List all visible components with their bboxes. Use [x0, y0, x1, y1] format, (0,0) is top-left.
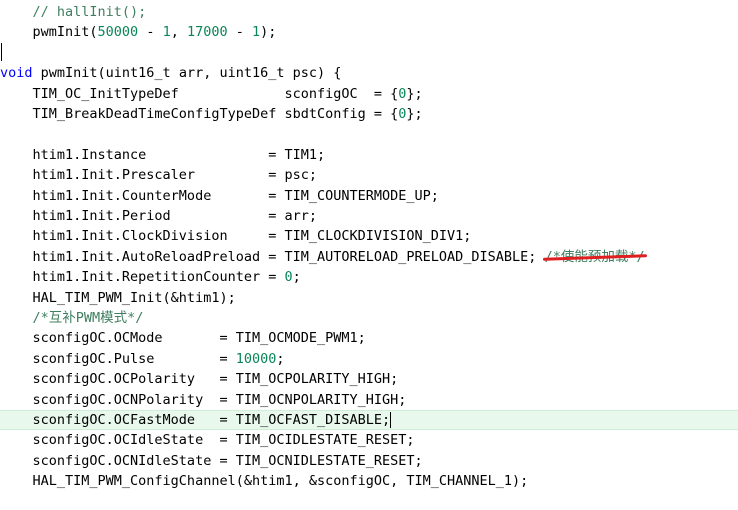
code-number: 1	[162, 24, 171, 41]
code-text: sconfigOC.OCNPolarity = TIM_OCNPOLARITY_…	[0, 391, 407, 408]
code-text: sconfigOC.OCIdleState = TIM_OCIDLESTATE_…	[0, 432, 415, 449]
code-text	[0, 310, 33, 326]
code-number: 10000	[235, 350, 277, 367]
code-line[interactable]: sconfigOC.OCNIdleState = TIM_OCNIDLESTAT…	[0, 451, 738, 471]
code-line[interactable]: htim1.Init.Period = arr;	[0, 206, 738, 226]
code-text: htim1.Init.CounterMode = TIM_COUNTERMODE…	[0, 187, 439, 204]
code-text: );	[260, 24, 277, 41]
code-line[interactable]: pwmInit(50000 - 1, 17000 - 1);	[0, 22, 738, 42]
code-line[interactable]: HAL_TIM_PWM_ConfigChannel(&htim1, &sconf…	[0, 471, 738, 491]
code-comment: /*互补PWM模式*/	[32, 310, 144, 326]
code-text: -	[227, 24, 253, 41]
code-number: 17000	[186, 24, 228, 41]
code-text: htim1.Init.ClockDivision = TIM_CLOCKDIVI…	[0, 228, 472, 245]
code-line[interactable]: htim1.Init.CounterMode = TIM_COUNTERMODE…	[0, 186, 738, 206]
code-comment: // hallInit();	[32, 4, 147, 20]
code-text: sconfigOC.OCPolarity = TIM_OCPOLARITY_HI…	[0, 371, 399, 388]
code-text: htim1.Instance = TIM1;	[0, 146, 326, 163]
code-text: htim1.Init.AutoReloadPreload = TIM_AUTOR…	[0, 248, 545, 265]
code-text: TIM_OC_InitTypeDef sconfigOC = {	[0, 85, 399, 102]
code-text: sconfigOC.OCNIdleState = TIM_OCNIDLESTAT…	[0, 452, 423, 469]
code-text: htim1.Init.RepetitionCounter =	[0, 269, 285, 286]
code-text: sconfigOC.OCMode = TIM_OCMODE_PWM1;	[0, 330, 366, 347]
code-text: HAL_TIM_PWM_ConfigChannel(&htim1, &sconf…	[0, 473, 529, 490]
code-line[interactable]: htim1.Init.ClockDivision = TIM_CLOCKDIVI…	[0, 226, 738, 246]
code-text: TIM_BreakDeadTimeConfigTypeDef sbdtConfi…	[0, 106, 399, 122]
code-line[interactable]	[0, 43, 738, 63]
code-line[interactable]: sconfigOC.Pulse = 10000;	[0, 349, 738, 369]
code-text: sconfigOC.Pulse =	[0, 350, 236, 367]
code-number: 50000	[97, 24, 139, 41]
code-line[interactable]: sconfigOC.OCFastMode = TIM_OCFAST_DISABL…	[0, 410, 738, 430]
line-marker	[1, 43, 2, 61]
code-text: ,	[170, 24, 187, 41]
code-number: 0	[284, 269, 293, 286]
code-keyword: void	[0, 65, 33, 82]
code-number: 0	[398, 106, 407, 122]
code-number: 0	[398, 85, 407, 102]
code-line[interactable]: htim1.Instance = TIM1;	[0, 145, 738, 165]
code-line[interactable]: TIM_BreakDeadTimeConfigTypeDef sbdtConfi…	[0, 104, 738, 124]
code-text: };	[406, 85, 423, 102]
code-text: htim1.Init.Prescaler = psc;	[0, 167, 317, 184]
code-text: pwmInit(uint16_t arr, uint16_t psc) {	[32, 65, 342, 82]
code-line[interactable]: sconfigOC.OCIdleState = TIM_OCIDLESTATE_…	[0, 430, 738, 450]
code-line[interactable]: htim1.Init.RepetitionCounter = 0;	[0, 267, 738, 287]
code-line[interactable]: void pwmInit(uint16_t arr, uint16_t psc)…	[0, 63, 738, 83]
code-text: sconfigOC.OCFastMode = TIM_OCFAST_DISABL…	[0, 412, 391, 428]
code-line[interactable]: HAL_TIM_PWM_Init(&htim1);	[0, 288, 738, 308]
code-line[interactable]: htim1.Init.AutoReloadPreload = TIM_AUTOR…	[0, 247, 738, 267]
struck-comment: /*使能预加载*/	[542, 247, 647, 267]
code-line[interactable]: TIM_OC_InitTypeDef sconfigOC = {0};	[0, 84, 738, 104]
code-text: ;	[292, 269, 301, 286]
code-text: htim1.Init.Period = arr;	[0, 208, 317, 224]
code-line[interactable]	[0, 124, 738, 144]
code-text: pwmInit(	[0, 24, 98, 41]
code-text: -	[138, 24, 163, 41]
code-line[interactable]: htim1.Init.Prescaler = psc;	[0, 165, 738, 185]
text-cursor	[390, 412, 392, 428]
code-line[interactable]: sconfigOC.OCPolarity = TIM_OCPOLARITY_HI…	[0, 369, 738, 389]
code-number: 1	[252, 24, 261, 41]
code-line[interactable]: sconfigOC.OCMode = TIM_OCMODE_PWM1;	[0, 328, 738, 348]
code-text: ;	[276, 350, 285, 367]
code-text: };	[406, 106, 423, 122]
code-text: HAL_TIM_PWM_Init(&htim1);	[0, 289, 236, 306]
code-line[interactable]: // hallInit();	[0, 2, 738, 22]
code-line[interactable]: sconfigOC.OCNPolarity = TIM_OCNPOLARITY_…	[0, 390, 738, 410]
code-line[interactable]: /*互补PWM模式*/	[0, 308, 738, 328]
code-text	[0, 4, 33, 20]
